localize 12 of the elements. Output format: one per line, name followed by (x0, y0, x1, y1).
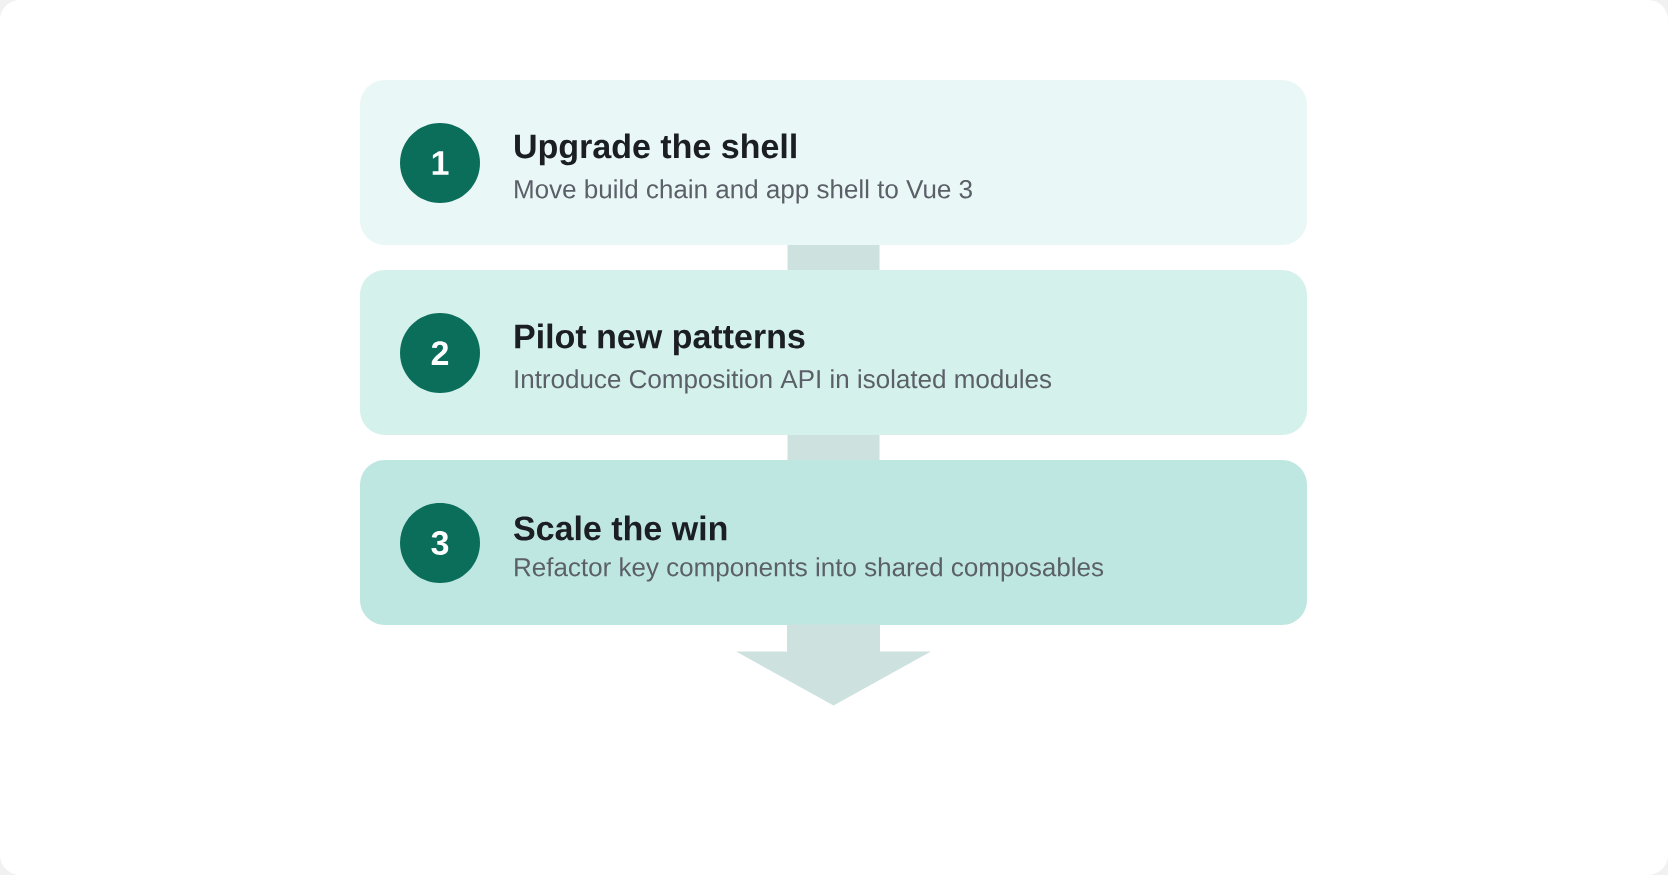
step-description: Introduce Composition API in isolated modules (515, 369, 1052, 394)
connector-bar (787, 435, 880, 460)
step-description: Refactor key components into shared composables (515, 557, 1104, 582)
step-title: Scale the win (514, 515, 727, 541)
arrow (737, 624, 930, 706)
step-box (360, 80, 1307, 245)
connector-bar (787, 245, 880, 270)
step-title: Pilot new patterns (515, 323, 805, 356)
step-title: Upgrade the shell (515, 133, 796, 166)
step-description: Move build chain and app shell to Vue 3 (515, 179, 972, 204)
step-box (360, 460, 1307, 625)
step-box (360, 270, 1307, 435)
